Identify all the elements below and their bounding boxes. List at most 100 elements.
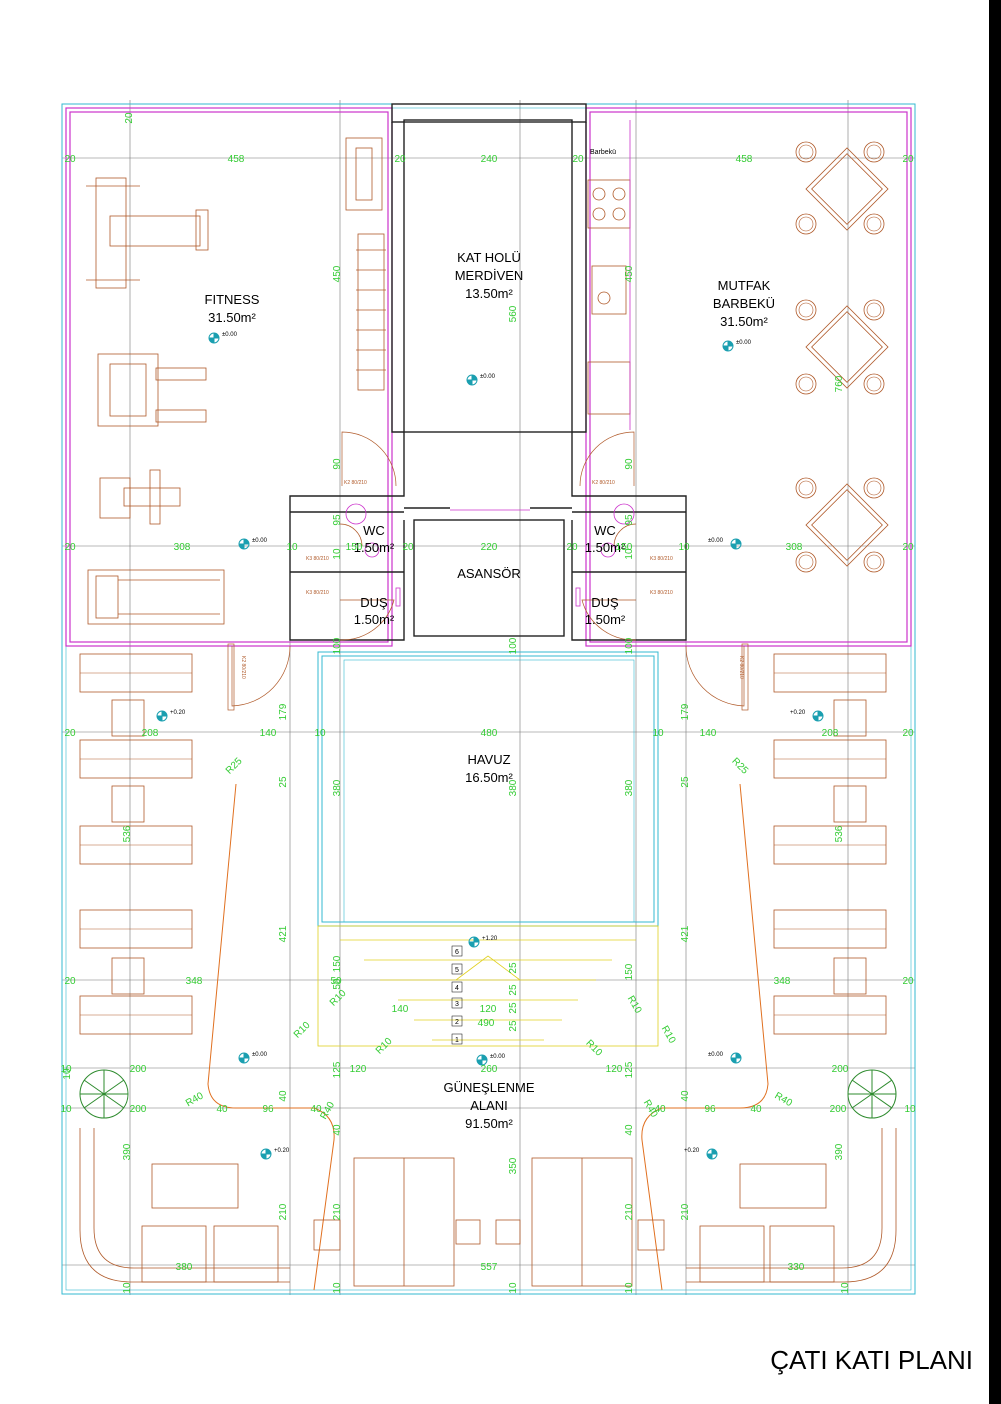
dimension-label: 210	[278, 1203, 289, 1220]
level-value: ±0.00	[252, 1052, 268, 1058]
dimension-label: 380	[332, 779, 343, 796]
dimension-label: 308	[174, 542, 191, 553]
dimension-label: 490	[478, 1018, 495, 1029]
tree-icon	[79, 1069, 897, 1119]
fitness-equipment	[86, 137, 386, 625]
dimension-label: 150	[346, 542, 363, 553]
level-value: ±0.00	[480, 374, 496, 380]
room-name-barbecue: BARBEKÜ	[713, 296, 775, 311]
dimension-label: 96	[704, 1104, 716, 1115]
dimension-label: 95	[332, 514, 343, 526]
dimension-label: 208	[822, 728, 839, 739]
room-area-kitchen: 31.50m²	[720, 314, 768, 329]
room-area-sunbath: 91.50m²	[465, 1116, 513, 1131]
dimension-label: 260	[481, 1064, 498, 1075]
dimension-label: 120	[606, 1064, 623, 1075]
dimension-label: 380	[508, 779, 519, 796]
dimension-label: 200	[830, 1104, 847, 1115]
dimension-label: 458	[736, 154, 753, 165]
dimension-label: 25	[278, 776, 289, 788]
dimension-label: 10	[62, 1068, 73, 1080]
dimension-label: 50	[330, 976, 342, 987]
dimension-label: 10	[624, 548, 635, 560]
dimension-label: 125	[332, 1061, 343, 1078]
step-number: 2	[455, 1019, 459, 1026]
radius-label: R40	[318, 1100, 337, 1122]
dimension-label: 760	[834, 375, 845, 392]
level-value: +0.20	[170, 710, 186, 716]
core-walls	[289, 103, 687, 641]
step-numbers: 6 5 4 3 2 1	[451, 945, 463, 1045]
radius-label: R10	[659, 1024, 678, 1046]
dimension-label: 200	[130, 1064, 147, 1075]
step-number: 3	[455, 1001, 459, 1008]
level-value: ±0.00	[222, 332, 238, 338]
dimension-label: 200	[832, 1064, 849, 1075]
level-marker-icon	[156, 710, 168, 722]
grid-lines	[62, 100, 915, 1295]
dimension-label: 220	[481, 542, 498, 553]
dimension-label: 95	[624, 514, 635, 526]
plan-title: ÇATI KATI PLANI	[770, 1345, 973, 1375]
dimension-label: 10	[60, 1064, 72, 1075]
door-tag: K2 80/210	[738, 656, 744, 679]
dimension-label: 390	[834, 1143, 845, 1160]
level-value: ±0.00	[708, 1052, 724, 1058]
dimension-label: 40	[654, 1104, 666, 1115]
door-tag: K2 80/210	[592, 480, 615, 486]
level-marker-icon	[730, 538, 742, 550]
door-tag: K3 80/210	[306, 590, 329, 596]
dimension-label: 421	[278, 925, 289, 942]
room-name-shower-left: DUŞ	[360, 595, 388, 610]
dimension-label: 450	[624, 265, 635, 282]
door-tag: K3 80/210	[306, 556, 329, 562]
room-area-wc-left: 1.50m²	[354, 540, 395, 555]
dimension-label: 10	[678, 542, 690, 553]
dimension-label: 120	[480, 1004, 497, 1015]
dimension-label: 40	[278, 1090, 289, 1102]
dimension-label: 210	[624, 1203, 635, 1220]
room-name-wc-right: WC	[594, 523, 616, 538]
dimension-label: 348	[774, 976, 791, 987]
dimension-label: 10	[286, 542, 298, 553]
dimension-label: 210	[332, 1203, 343, 1220]
level-markers: ±0.00 ±0.00 ±0.00 ±0.00 ±0.00 +0.20 +0.2…	[156, 332, 824, 1160]
level-value: +0.20	[790, 710, 806, 716]
dimension-label: 20	[64, 154, 76, 165]
dimension-label: 25	[508, 962, 519, 974]
dimension-label: 40	[332, 1124, 343, 1136]
dimension-label: 380	[176, 1262, 193, 1273]
room-name-kitchen: MUTFAK	[718, 278, 771, 293]
dimension-label: 25	[508, 1020, 519, 1032]
level-value: ±0.00	[708, 538, 724, 544]
dimension-label: 200	[130, 1104, 147, 1115]
door-tag: K3 80/210	[650, 590, 673, 596]
level-value: ±0.00	[736, 340, 752, 346]
room-name-elevator: ASANSÖR	[457, 566, 521, 581]
room-name-pool: HAVUZ	[467, 752, 510, 767]
step-number: 4	[455, 985, 459, 992]
room-area-pool: 16.50m²	[465, 770, 513, 785]
fixture-label-barbecue: Barbekü	[590, 149, 616, 156]
dimension-label: 20	[902, 542, 914, 553]
level-value: +0.20	[684, 1148, 700, 1154]
dimension-label: 20	[402, 542, 414, 553]
level-value: ±0.00	[490, 1054, 506, 1060]
dimension-label: 240	[481, 154, 498, 165]
dining-sets	[795, 141, 889, 573]
dimension-label: 40	[624, 1124, 635, 1136]
step-number: 5	[455, 967, 459, 974]
dimension-label: 10	[840, 1282, 851, 1294]
dimension-label: 50	[332, 978, 343, 990]
level-marker-icon	[260, 1148, 272, 1160]
dimension-label: 10	[122, 1282, 133, 1294]
level-marker-icon	[722, 340, 734, 352]
dimension-label: 100	[624, 637, 635, 654]
kitchen-fixtures	[587, 120, 631, 430]
dimension-label: 330	[788, 1262, 805, 1273]
step-number: 1	[455, 1037, 459, 1044]
dimension-label: 10	[332, 548, 343, 560]
dimension-label: 308	[786, 542, 803, 553]
room-name-stairs: MERDİVEN	[455, 268, 524, 283]
